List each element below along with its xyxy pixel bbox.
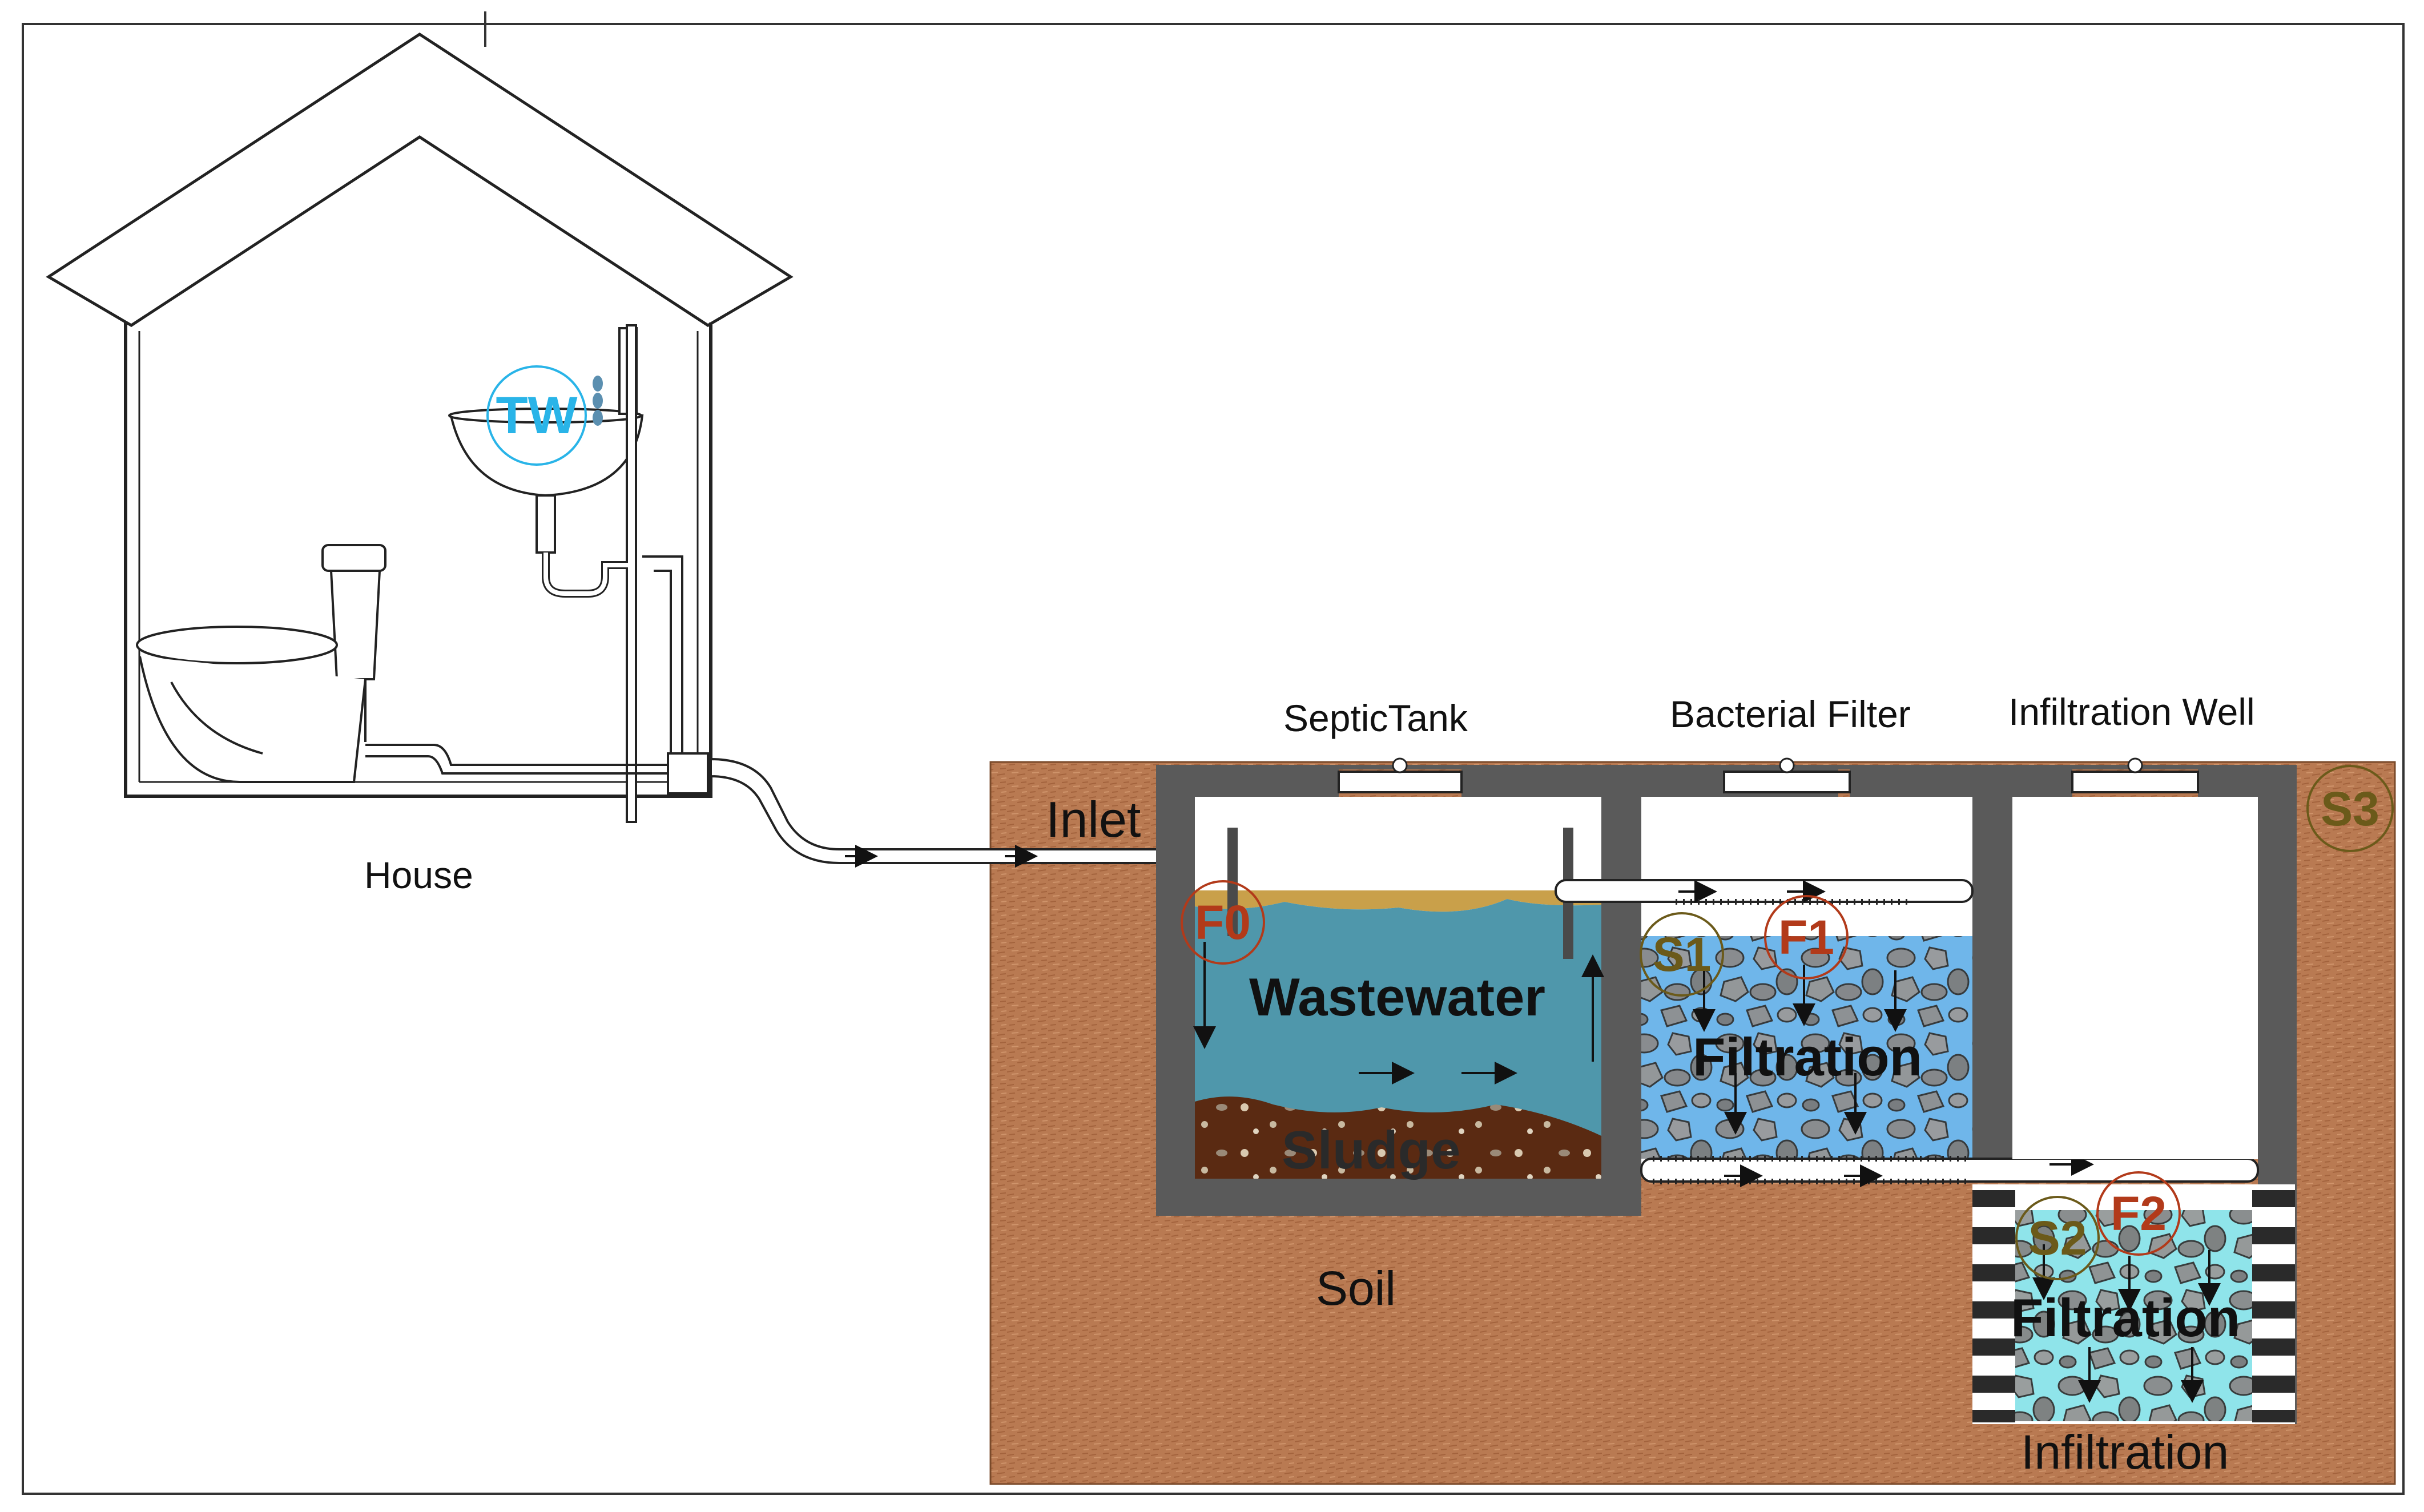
house-walls (124, 322, 712, 798)
bacterial-filter-label: Bacterial Filter (1670, 693, 1911, 735)
septic-tank-interior (1193, 797, 1604, 1179)
house (46, 33, 794, 823)
f2-marker: F2 (2096, 1171, 2181, 1256)
filtration-label-1: Filtration (1693, 1027, 1923, 1087)
sludge-layer (1195, 1096, 1601, 1179)
house-drain-pipes (365, 555, 709, 795)
house-label: House (364, 854, 473, 896)
concrete-structure (1156, 757, 2297, 1424)
filter-outlet-pipe (1640, 1153, 2259, 1187)
inlet-label: Inlet (1046, 791, 1141, 848)
wastewater-label: Wastewater (1249, 967, 1545, 1027)
f1-marker: F1 (1764, 895, 1849, 979)
tw-marker: TW (486, 365, 587, 466)
s3-marker: S3 (2306, 765, 2394, 852)
septic-tank-label: SepticTank (1283, 697, 1468, 739)
scum-layer (1195, 890, 1601, 912)
filtration-label-2: Filtration (2011, 1288, 2241, 1348)
water-drops (593, 376, 603, 426)
f0-marker: F0 (1181, 880, 1265, 965)
toilet (136, 544, 386, 783)
s1-marker: S1 (1640, 912, 1724, 997)
figure-frame (22, 23, 2405, 1495)
soil-label: Soil (1316, 1261, 1396, 1315)
house-roof (46, 33, 794, 327)
infiltration-well-label: Infiltration Well (2008, 691, 2255, 733)
s2-marker: S2 (2015, 1196, 2100, 1280)
sludge-label: Sludge (1282, 1120, 1461, 1180)
infiltration-label: Infiltration (2021, 1425, 2229, 1479)
